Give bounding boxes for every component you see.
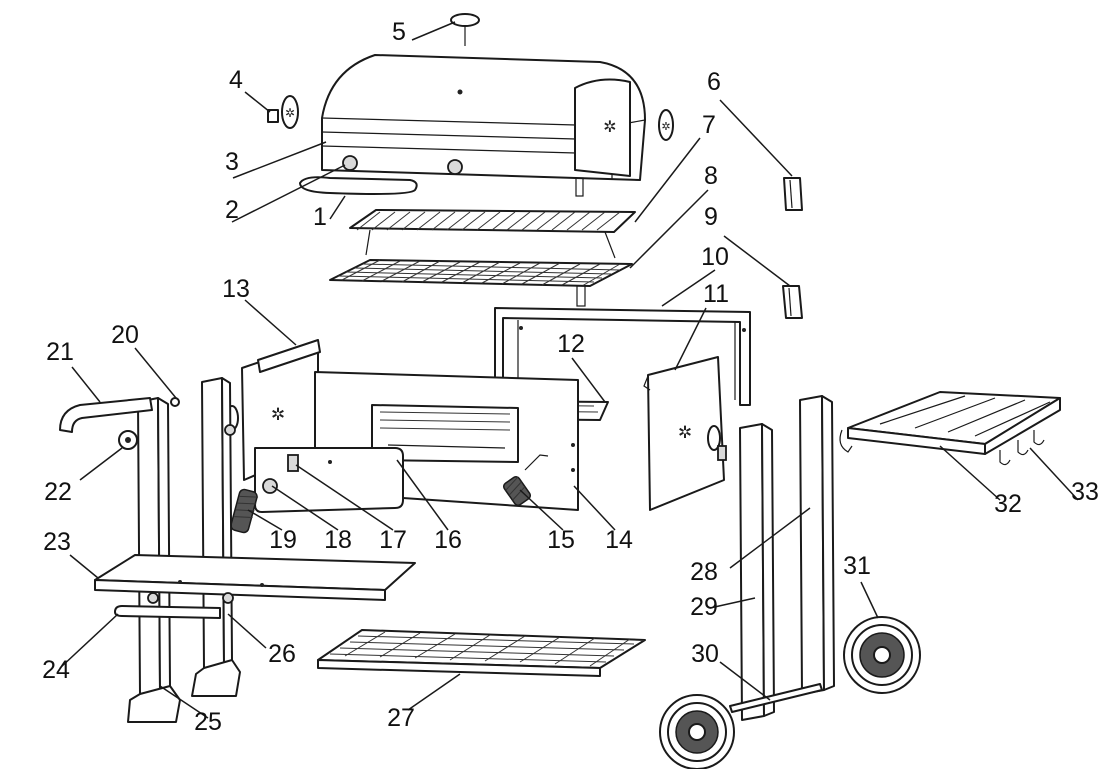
thermometer — [450, 13, 480, 46]
callout-25: 25 — [194, 708, 222, 736]
callout-29: 29 — [690, 593, 718, 621]
wheel-front — [659, 694, 735, 769]
svg-text:✲: ✲ — [678, 423, 692, 442]
bolt — [170, 397, 180, 407]
bottom-shelf — [317, 629, 646, 677]
wheel-rear — [843, 616, 921, 694]
side-handle — [59, 397, 153, 433]
shelf-rod — [114, 592, 234, 619]
callout-33: 33 — [1071, 478, 1099, 506]
callout-31: 31 — [843, 552, 871, 580]
callout-17: 17 — [379, 526, 407, 554]
lid-side-vent: ✲ ✲ — [267, 95, 674, 141]
svg-text:✲: ✲ — [603, 117, 616, 136]
callout-28: 28 — [690, 558, 718, 586]
left-leg-back — [191, 377, 241, 697]
bracket-lower — [782, 285, 803, 319]
spring-handle — [230, 488, 259, 534]
bracket-upper — [783, 177, 803, 211]
callout-2: 2 — [225, 196, 239, 224]
right-shelf — [839, 391, 1061, 466]
callout-24: 24 — [42, 656, 70, 684]
callout-21: 21 — [46, 338, 74, 366]
crank-handle — [502, 454, 549, 506]
callout-3: 3 — [225, 148, 239, 176]
callout-19: 19 — [269, 526, 297, 554]
warming-rack — [349, 209, 636, 259]
callout-20: 20 — [111, 321, 139, 349]
callout-10: 10 — [701, 243, 729, 271]
callout-1: 1 — [313, 203, 327, 231]
lid: ✲ — [321, 54, 646, 197]
svg-text:✲: ✲ — [661, 121, 670, 133]
callout-15: 15 — [547, 526, 575, 554]
svg-text:✲: ✲ — [271, 405, 285, 424]
callout-22: 22 — [44, 478, 72, 506]
axle — [729, 683, 823, 713]
callout-13: 13 — [222, 275, 250, 303]
left-shelf — [94, 554, 416, 601]
callout-12: 12 — [557, 330, 585, 358]
cooking-grate — [329, 259, 633, 307]
callout-11: 11 — [703, 280, 729, 308]
callout-23: 23 — [43, 528, 71, 556]
right-leg-front — [739, 423, 775, 721]
access-door — [254, 447, 404, 513]
callout-4: 4 — [229, 66, 243, 94]
callout-27: 27 — [387, 704, 415, 732]
callout-labels: 1 2 3 4 5 6 7 8 9 10 11 12 13 14 15 16 1… — [42, 18, 1099, 736]
callout-14: 14 — [605, 526, 633, 554]
callout-18: 18 — [324, 526, 352, 554]
callout-30: 30 — [691, 640, 719, 668]
callout-8: 8 — [704, 162, 718, 190]
callout-9: 9 — [704, 203, 718, 231]
svg-text:✲: ✲ — [285, 106, 295, 120]
leader-lines — [59, 21, 1079, 719]
callout-6: 6 — [707, 68, 721, 96]
right-leg-rear — [799, 395, 835, 695]
right-side-panel: ✲ — [643, 356, 727, 511]
tool-hook — [118, 430, 138, 450]
callout-5: 5 — [392, 18, 406, 46]
callout-7: 7 — [702, 111, 716, 139]
callout-16: 16 — [434, 526, 462, 554]
left-side-panel: ✲ — [225, 339, 321, 481]
callout-32: 32 — [994, 490, 1022, 518]
callout-26: 26 — [268, 640, 296, 668]
